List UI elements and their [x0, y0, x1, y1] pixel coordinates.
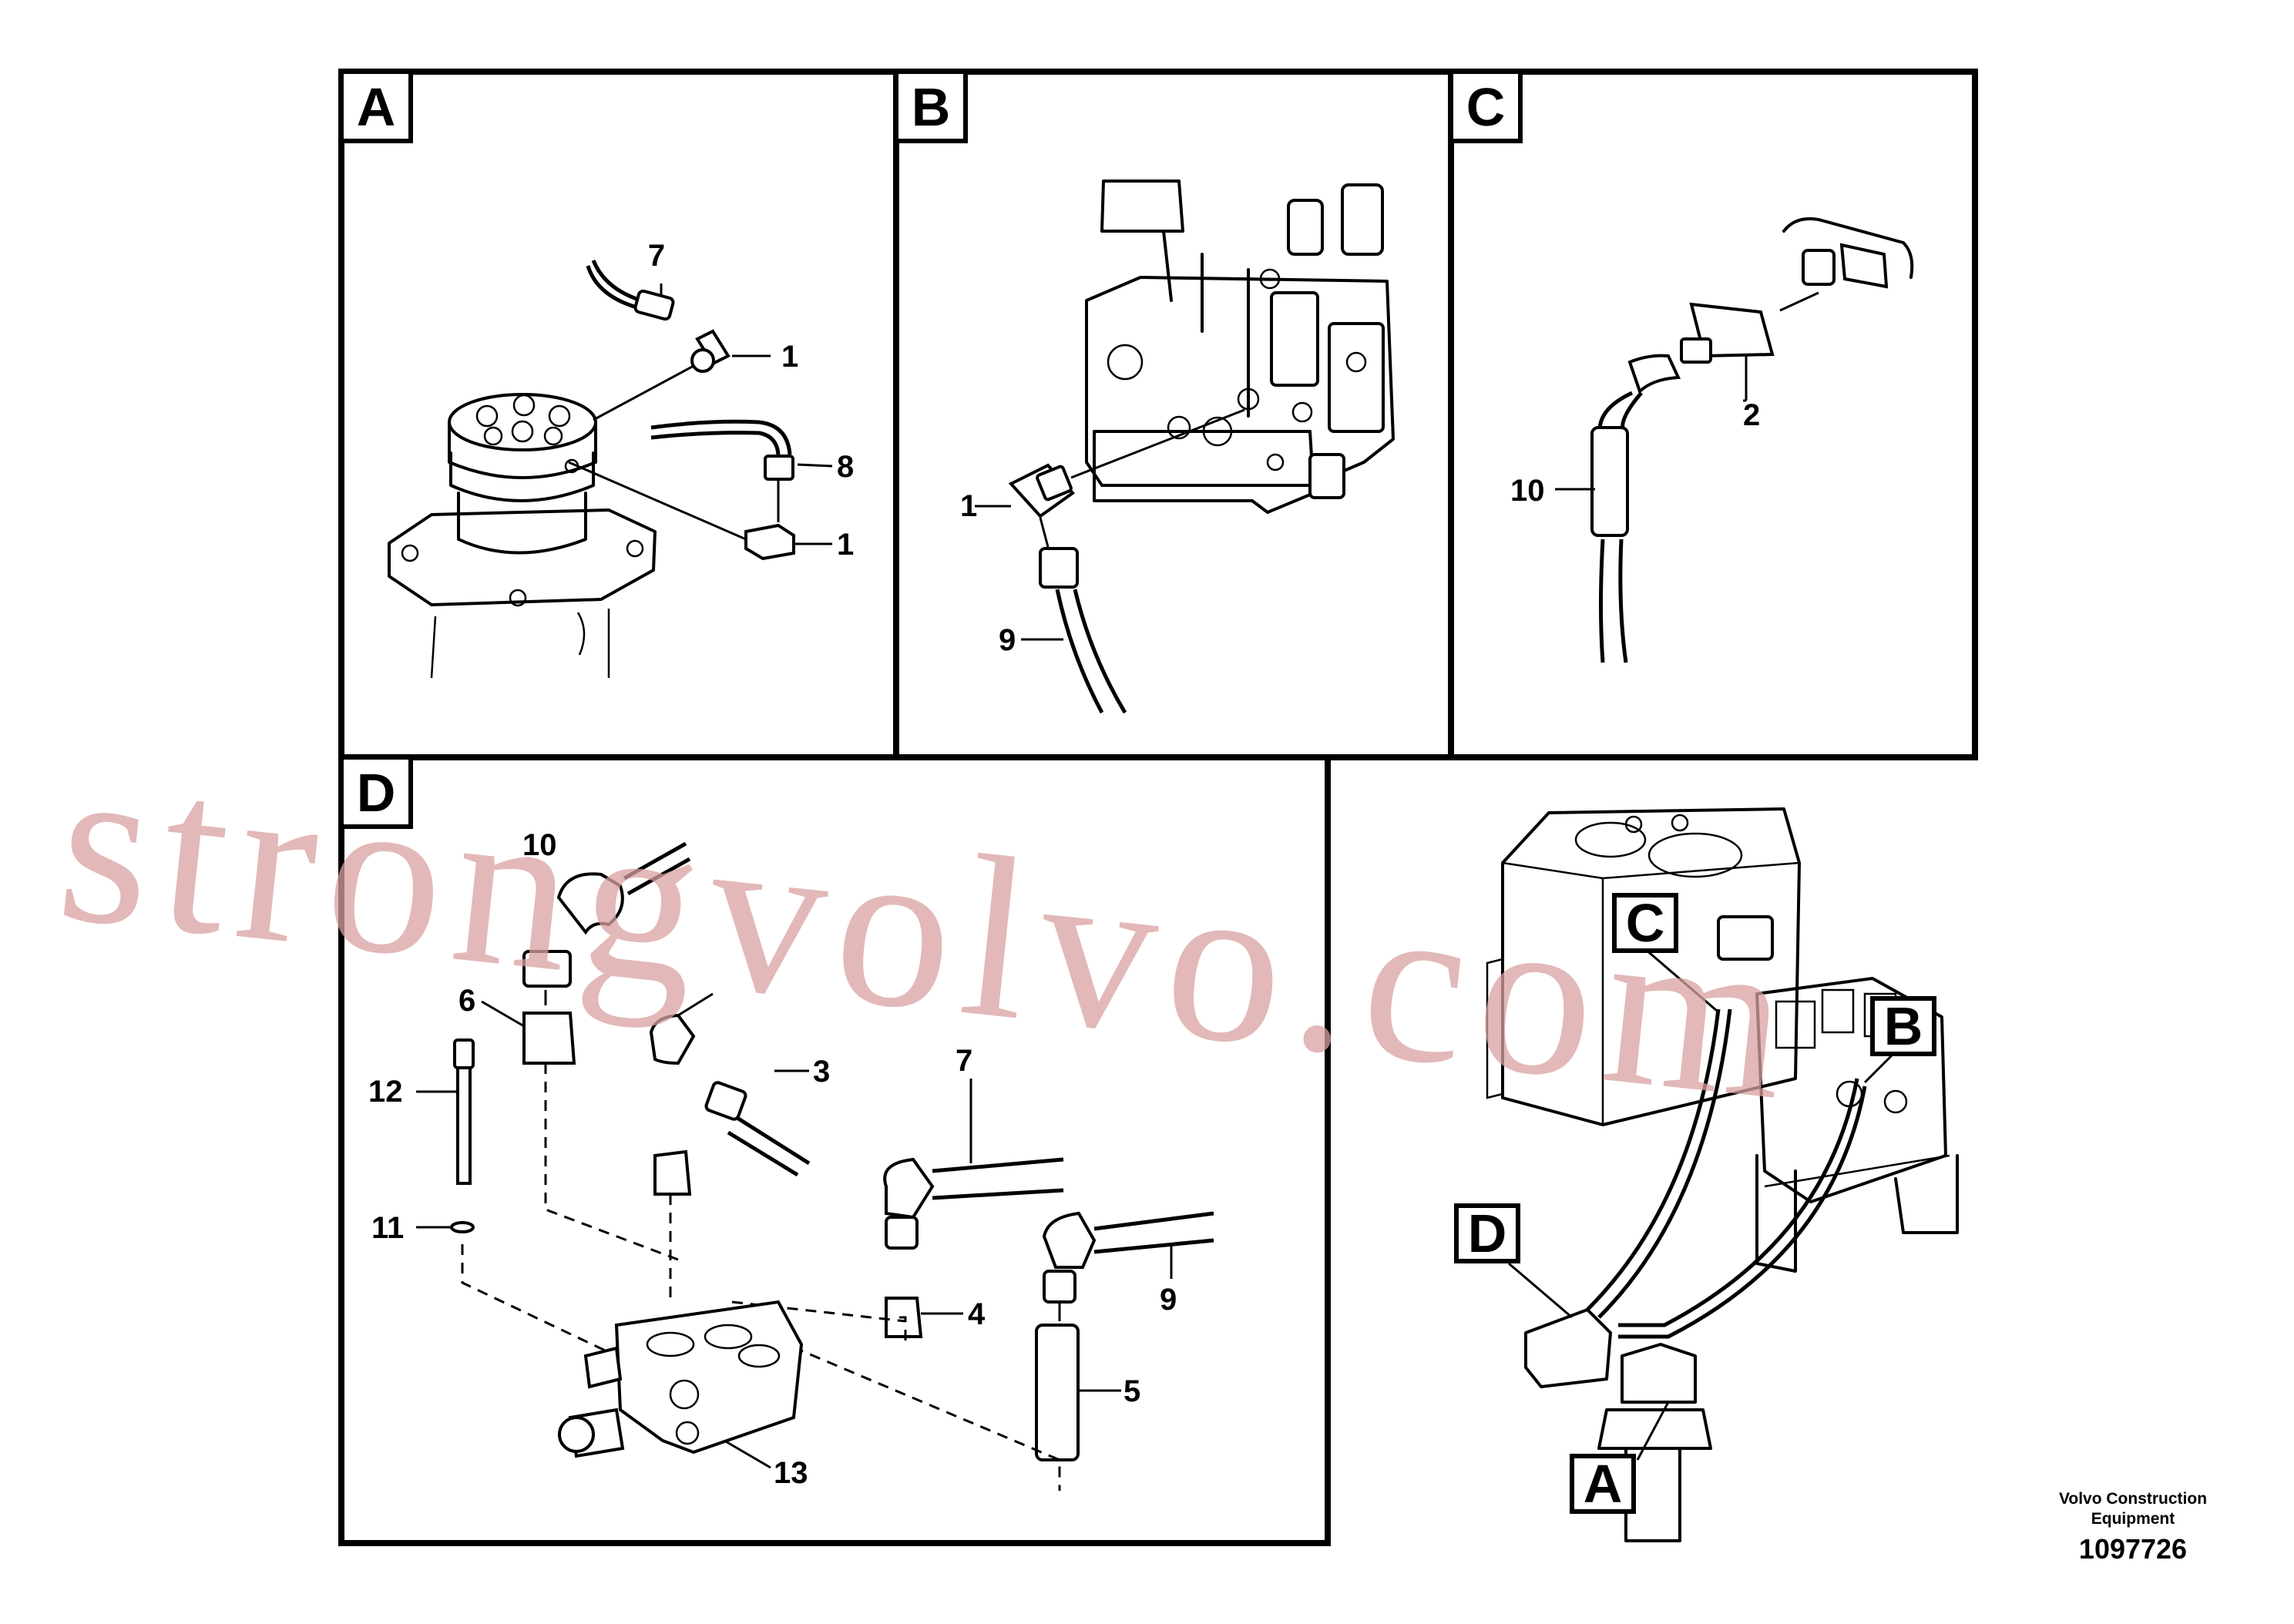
- callout-13: 13: [774, 1456, 808, 1490]
- panel-d-frame: [338, 754, 1331, 1546]
- callout-7: 7: [956, 1044, 972, 1078]
- panel-c-frame: [1448, 69, 1978, 760]
- control-valve-drawing: [1085, 180, 1395, 514]
- callout-8: 8: [837, 450, 854, 484]
- panel-a: A: [338, 69, 899, 760]
- callout-6: 6: [458, 984, 475, 1018]
- overview-tag-a: A: [1584, 1454, 1623, 1514]
- panel-d: D: [338, 754, 1331, 1546]
- panel-c: C 2 10: [1448, 69, 1978, 760]
- panel-b-tag: B: [912, 77, 951, 137]
- callout-12: 12: [368, 1075, 403, 1109]
- callout-4: 4: [968, 1297, 986, 1331]
- panel-b-tag-box: [894, 69, 968, 143]
- callout-1: 1: [837, 528, 854, 562]
- callout-9: 9: [999, 623, 1016, 657]
- panel-c-tag: C: [1466, 77, 1506, 137]
- panel-b: B 1 9: [893, 69, 1454, 760]
- panel-a-tag-box: [339, 69, 413, 143]
- callout-10: 10: [1510, 474, 1545, 508]
- panel-d-tag-box: [339, 755, 413, 829]
- overview-tag-a-box: [1570, 1454, 1636, 1514]
- callout-2: 2: [1743, 398, 1760, 432]
- callout-1: 1: [781, 340, 798, 374]
- overview-tag-b: B: [1884, 996, 1923, 1056]
- callout-3: 3: [813, 1055, 830, 1089]
- callout-1: 1: [960, 489, 977, 523]
- callout-10: 10: [522, 828, 557, 862]
- footer-line1: Volvo Construction: [2059, 1490, 2207, 1508]
- manifold-block-drawing: [558, 1300, 804, 1458]
- callout-7: 7: [648, 239, 665, 273]
- panel-c-tag-box: [1449, 69, 1523, 143]
- overview-tag-c-box: [1612, 893, 1678, 953]
- callout-5: 5: [1123, 1374, 1140, 1408]
- watermark: strongvolvo.com: [49, 712, 1811, 1149]
- overview-tag-d: D: [1468, 1203, 1507, 1263]
- cooler-drawing: [1680, 217, 1914, 402]
- swivel-joint-drawing: [388, 393, 657, 679]
- footer-line2: Equipment: [2091, 1510, 2175, 1528]
- overview-assembly: C B D A: [1454, 807, 1959, 1542]
- overview-tag-d-box: [1454, 1203, 1520, 1263]
- callout-11: 11: [371, 1211, 404, 1245]
- panel-a-frame: [338, 69, 899, 760]
- panel-a-tag: A: [357, 77, 396, 137]
- part-number: 1097726: [2079, 1533, 2187, 1565]
- panel-d-tag: D: [357, 763, 396, 823]
- callout-9: 9: [1160, 1283, 1177, 1317]
- overview-tag-c: C: [1626, 893, 1665, 953]
- overview-tag-b-box: [1870, 996, 1936, 1056]
